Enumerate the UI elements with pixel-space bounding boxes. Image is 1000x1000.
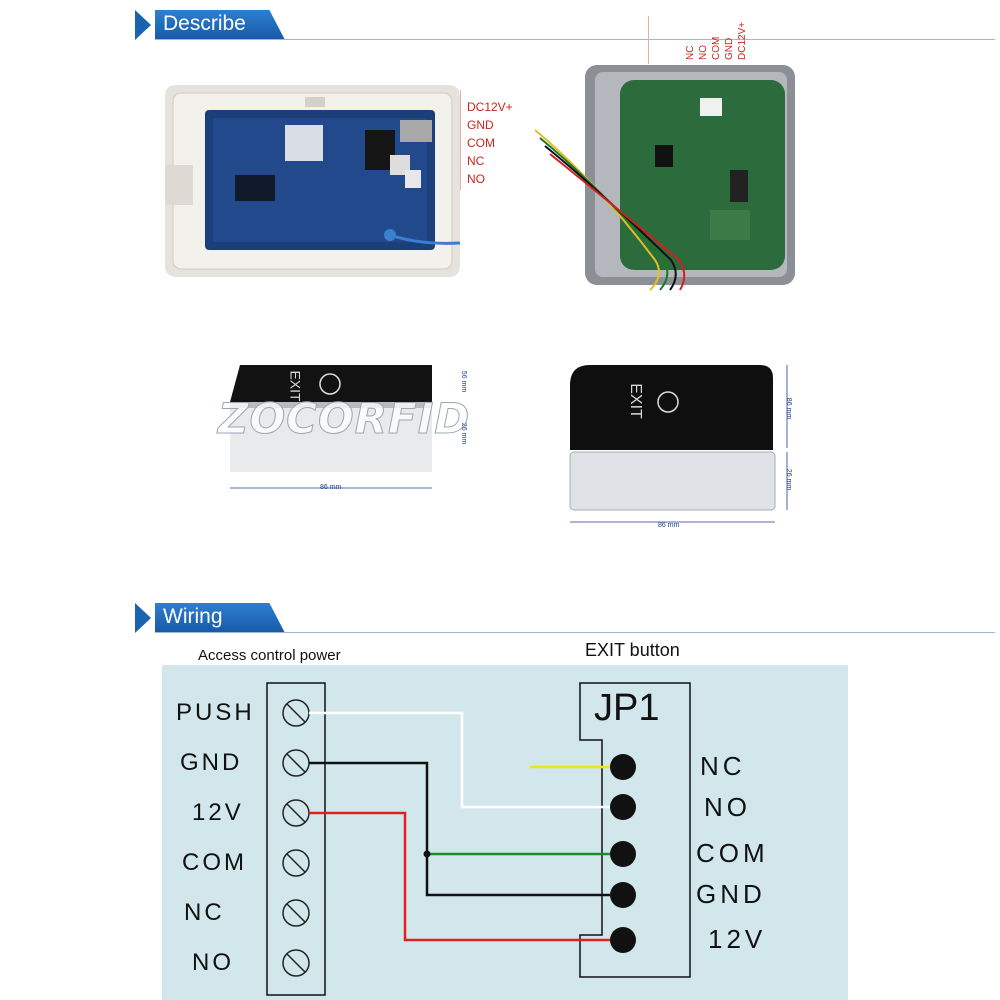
- dim-left-top: 56 mm: [460, 370, 468, 393]
- board-label-r-dc12v: DC12V+: [737, 21, 748, 60]
- pin-label-nc: NC: [700, 751, 746, 781]
- jp1-connector-outline: [579, 682, 691, 978]
- terminal-label-nc: NC: [184, 899, 225, 926]
- screw-push-icon: [282, 699, 310, 727]
- caption-exit-button: EXIT button: [585, 640, 680, 660]
- pin-12v-icon: [610, 927, 636, 953]
- header-arrow-icon: [135, 10, 151, 40]
- wiring-svg: [266, 682, 691, 996]
- pcb-right-illustration: [535, 60, 797, 295]
- pin-gnd-icon: [610, 882, 636, 908]
- pin-nc-icon: [610, 754, 636, 780]
- exit-text-right: EXIT: [626, 383, 644, 419]
- terminal-screws: [282, 699, 310, 977]
- section-header-describe: Describe: [135, 10, 1000, 40]
- wiring-diagram: PUSH GND 12V COM NC NO JP1 NC NO COM GND…: [162, 665, 848, 1000]
- wire-12v: [309, 811, 610, 942]
- terminal-label-push: PUSH: [176, 699, 255, 726]
- product-view-right: EXIT: [565, 360, 795, 530]
- section-header-wiring: Wiring: [135, 603, 1000, 633]
- pin-label-gnd: GND: [696, 879, 766, 909]
- terminal-label-12v: 12V: [192, 799, 244, 826]
- section-title: Describe: [155, 10, 285, 40]
- right-board-label-divider: [648, 16, 649, 64]
- header-rule: [155, 39, 995, 40]
- header-arrow-icon: [135, 603, 151, 633]
- jp1-label: JP1: [594, 687, 660, 729]
- board-label-dc12v: DC12V+: [467, 100, 513, 114]
- board-label-com: COM: [467, 136, 495, 150]
- screw-com-icon: [282, 849, 310, 877]
- dim-right-depth: 86 mm: [785, 397, 793, 420]
- screw-12v-icon: [282, 799, 310, 827]
- terminal-label-gnd: GND: [180, 749, 243, 776]
- pin-com-icon: [610, 841, 636, 867]
- caption-access-control-power: Access control power: [198, 647, 341, 664]
- pcb-photo-right: [535, 60, 797, 295]
- product-view-left: EXIT: [222, 360, 457, 495]
- board-label-gnd: GND: [467, 118, 494, 132]
- header-rule: [155, 632, 995, 633]
- watermark: ZOCORFID: [217, 394, 471, 444]
- terminal-label-no: NO: [192, 949, 234, 976]
- board-label-no: NO: [467, 172, 485, 186]
- pin-label-12v: 12V: [708, 924, 767, 954]
- pcb-left-illustration: [165, 85, 460, 277]
- screw-nc-icon: [282, 899, 310, 927]
- button-perspective-illustration: [569, 365, 788, 523]
- wire-gnd: [309, 761, 610, 897]
- terminal-block: [266, 682, 326, 996]
- dim-right-height: 26 mm: [785, 468, 793, 491]
- dim-left-height: 26 mm: [460, 422, 468, 445]
- pin-label-com: COM: [696, 838, 769, 868]
- screw-no-icon: [282, 949, 310, 977]
- terminal-label-com: COM: [182, 849, 247, 876]
- pin-no-icon: [610, 794, 636, 820]
- wire-push: [309, 711, 610, 809]
- junction-dot: [423, 850, 431, 858]
- section-title: Wiring: [155, 603, 285, 633]
- pin-label-no: NO: [704, 792, 751, 822]
- pcb-photo-left: [165, 85, 460, 277]
- board-label-nc: NC: [467, 154, 485, 168]
- button-side-illustration: [230, 365, 457, 489]
- jp1-pins: [610, 754, 636, 953]
- right-board-labels: NC NO COM GND DC12V+: [682, 12, 762, 64]
- screw-gnd-icon: [282, 749, 310, 777]
- left-board-label-divider: [460, 90, 461, 190]
- dim-left-width: 86 mm: [320, 484, 342, 491]
- dim-right-width: 86 mm: [658, 522, 680, 529]
